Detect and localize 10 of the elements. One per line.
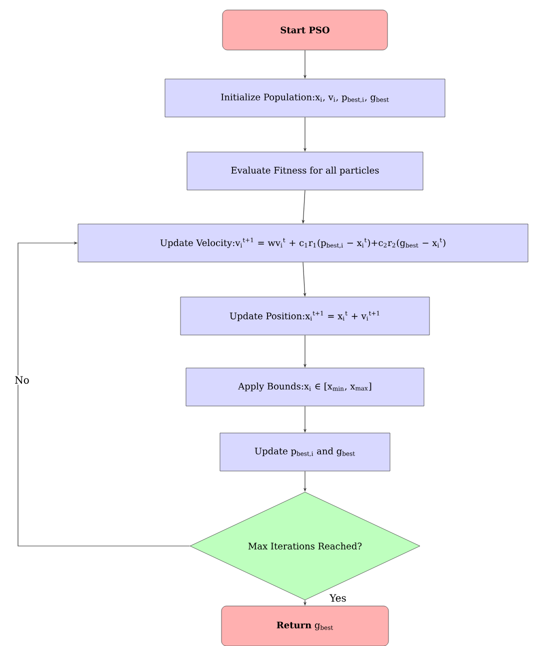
process-box: Apply Bounds:x$_{i}$ ∈ [x$_{min}$, x$_{max}$]: [186, 368, 424, 406]
edge-label: No: [15, 376, 29, 384]
edge-label: Yes: [330, 594, 346, 602]
process-box: Update Velocity:v$_{i}$$^{t+1}$ = wv$_{i}$$^{t}$ + c$_{1}$r$_{1}$(p$_{best,i}$ − x$_{i}$$^{t}$)+c$_{2}$r$_{2}$(g$_{best}$ − x$_{i}$$^{t}$): [78, 224, 528, 262]
terminal-box: Return g$_{best}$: [221, 606, 389, 646]
terminal-box: Start PSO: [222, 10, 388, 50]
process-box: Initialize Population:x$_{i}$, v$_{i}$, p$_{best,i}$, g$_{best}$: [164, 78, 446, 118]
process-box: Update p$_{best,i}$ and g$_{best}$: [220, 432, 390, 472]
arrow: [18, 241, 190, 546]
process-box: Evaluate Fitness for all particles: [186, 152, 424, 190]
